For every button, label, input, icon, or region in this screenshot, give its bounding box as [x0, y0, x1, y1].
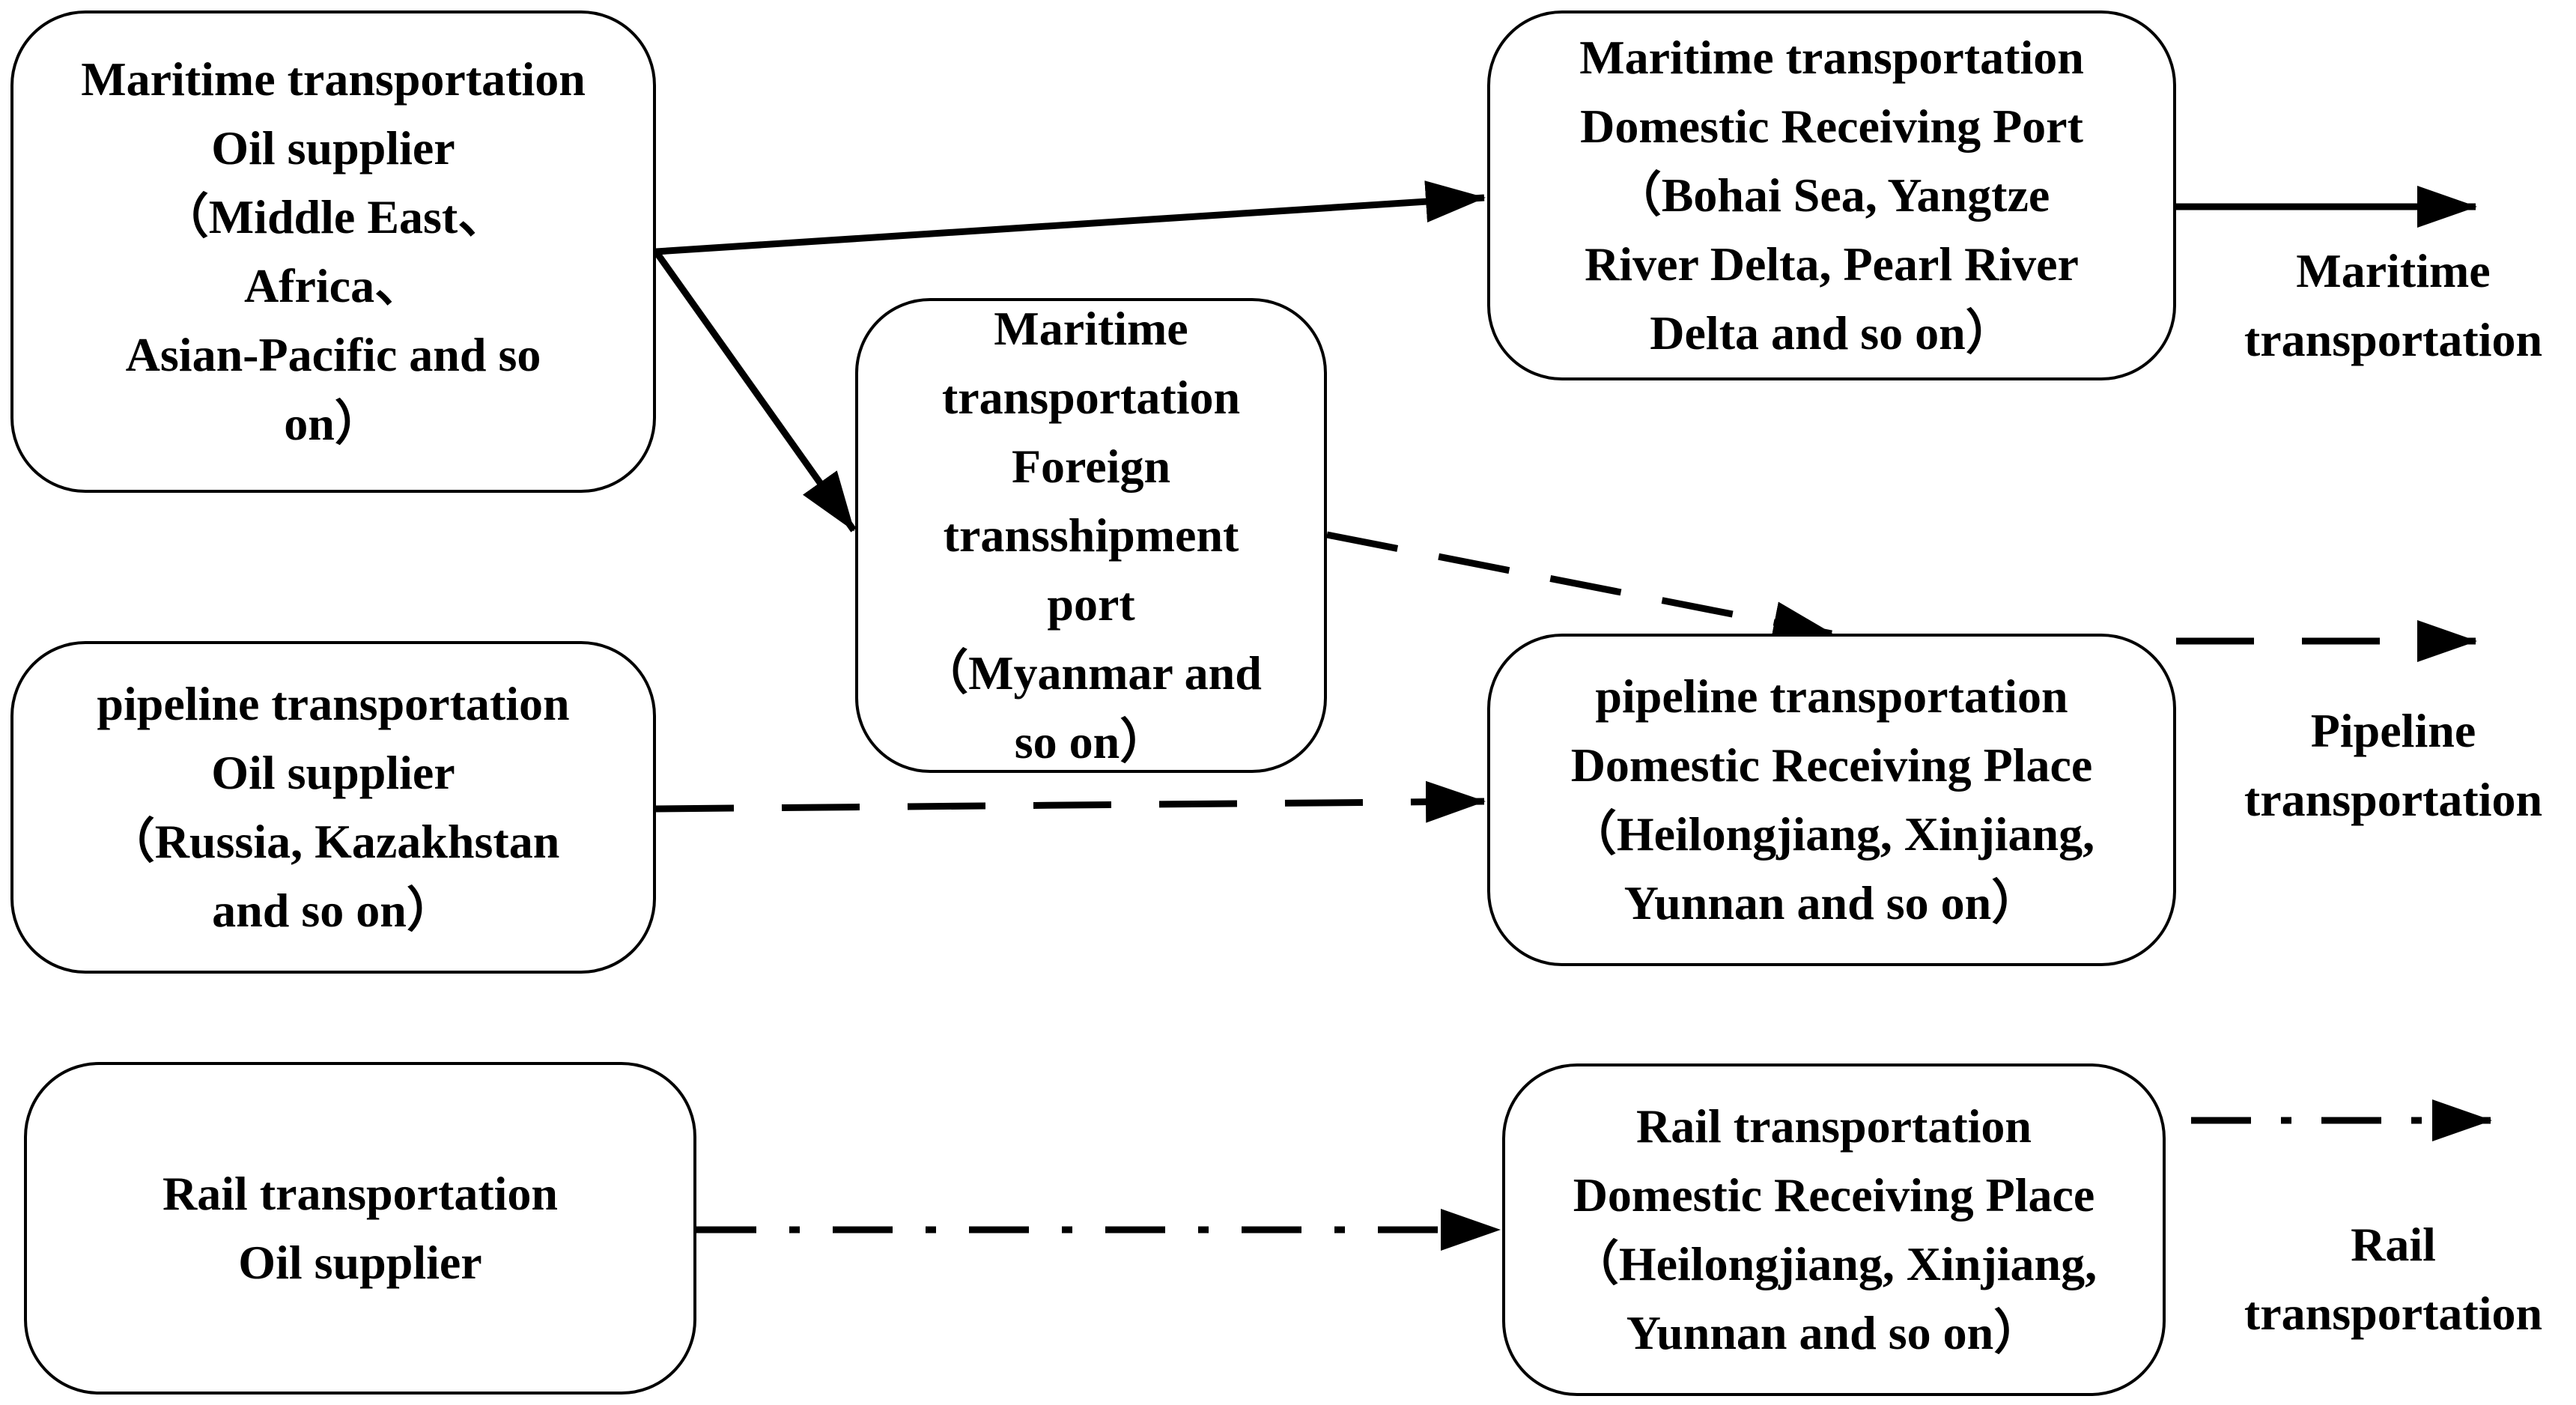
node-line: transshipment [943, 509, 1239, 562]
node-line: Delta and so on） [1650, 306, 2014, 359]
node-line: Africa、 [243, 259, 423, 312]
legend-line: Rail [2351, 1218, 2436, 1271]
node-line: Maritime transportation [81, 52, 586, 106]
node-line: Foreign [1011, 440, 1171, 493]
edge-maritime-supplier-to-domestic-port [655, 180, 1486, 255]
node-foreign-transshipment-port: Maritime transportation Foreign transshi… [855, 298, 1327, 773]
node-line: pipeline transportation [1595, 670, 2068, 723]
node-line: （Russia, Kazakhstan [106, 815, 560, 868]
node-line: （Heilongjiang, Xinjiang, [1570, 1237, 2097, 1290]
edge-pipeline-supplier-to-pipeline-domestic [655, 780, 1486, 823]
node-line: Maritime transportation [1579, 31, 2084, 84]
node-line: Domestic Receiving Place [1570, 738, 2093, 792]
node-line: so on） [1014, 715, 1168, 768]
node-pipeline-oil-supplier: pipeline transportation Oil supplier （Ru… [10, 641, 656, 974]
node-line: port [1047, 577, 1135, 631]
node-line: on） [284, 397, 383, 450]
legend-line: transportation [2244, 1287, 2543, 1340]
node-line: Domestic Receiving Port [1580, 100, 2083, 153]
node-line: pipeline transportation [97, 677, 570, 730]
node-line: （Bohai Sea, Yangtze [1613, 169, 2050, 222]
node-line: Rail transportation [162, 1167, 558, 1220]
legend-line: transportation [2244, 773, 2543, 826]
node-line: Rail transportation [1636, 1099, 2032, 1153]
node-line: transportation [941, 371, 1241, 424]
node-maritime-oil-supplier: Maritime transportation Oil supplier （Mi… [10, 10, 656, 493]
node-line: Oil supplier [238, 1236, 482, 1289]
node-maritime-domestic-receiving-port: Maritime transportation Domestic Receivi… [1487, 10, 2176, 380]
legend-line: transportation [2244, 313, 2543, 366]
node-line: Oil supplier [211, 746, 455, 799]
node-line: and so on） [212, 884, 455, 937]
node-pipeline-domestic-receiving-place: pipeline transportation Domestic Receivi… [1487, 634, 2176, 966]
legend-label-rail: Rail transportation [2214, 1210, 2573, 1348]
node-line: Yunnan and so on） [1623, 876, 2040, 929]
node-rail-domestic-receiving-place: Rail transportation Domestic Receiving P… [1502, 1063, 2166, 1396]
node-line: Yunnan and so on） [1626, 1306, 2042, 1359]
node-line: （Myanmar and [920, 646, 1262, 700]
legend-label-pipeline: Pipeline transportation [2214, 697, 2573, 834]
node-line: Domestic Receiving Place [1573, 1168, 2095, 1222]
node-line: Maritime [994, 302, 1188, 355]
node-line: （Middle East、 [160, 190, 506, 243]
edge-foreign-port-to-pipeline-domestic [1326, 531, 1833, 643]
node-line: （Heilongjiang, Xinjiang, [1568, 807, 2095, 861]
node-line: Oil supplier [211, 121, 455, 175]
legend-line: Pipeline [2310, 704, 2476, 757]
legend-label-maritime: Maritime transportation [2214, 237, 2573, 374]
node-rail-oil-supplier: Rail transportation Oil supplier [24, 1062, 696, 1395]
node-line: Asian-Pacific and so [125, 328, 541, 381]
edge-maritime-supplier-to-foreign-port [653, 249, 857, 532]
legend-line: Maritime [2296, 244, 2491, 297]
node-line: River Delta, Pearl River [1585, 237, 2079, 291]
